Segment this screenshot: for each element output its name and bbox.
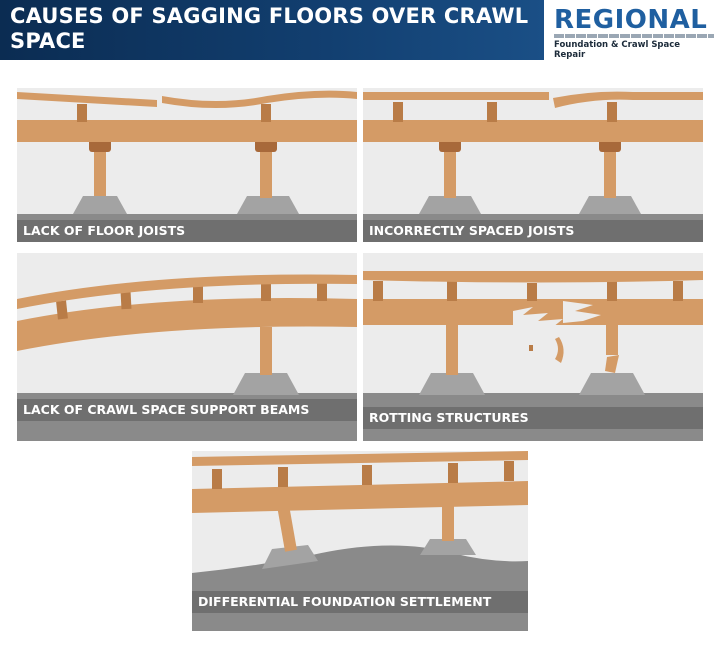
- panel-rotting-structures: ROTTING STRUCTURES: [363, 253, 703, 441]
- joist: [56, 300, 68, 320]
- support-post: [446, 325, 458, 375]
- support-beam: [363, 120, 703, 142]
- falling-debris: [529, 345, 533, 351]
- joist: [448, 463, 458, 483]
- joist: [673, 281, 683, 301]
- footing: [233, 373, 299, 395]
- joist: [120, 290, 132, 310]
- logo-wordmark: REGIONAL: [554, 5, 708, 35]
- joist: [393, 102, 403, 122]
- footing: [262, 545, 318, 569]
- subfloor: [192, 451, 528, 466]
- sagging-subfloor: [17, 92, 157, 107]
- panel-lack-of-floor-joists: LACK OF FLOOR JOISTS: [17, 88, 357, 242]
- joist: [527, 283, 537, 301]
- footing: [579, 196, 641, 214]
- company-logo: REGIONAL Foundation & Crawl Space Repair: [548, 0, 720, 60]
- rot-crack: [563, 301, 601, 323]
- sagging-subfloor: [17, 274, 357, 309]
- panel-incorrectly-spaced-joists: INCORRECTLY SPACED JOISTS: [363, 88, 703, 242]
- footing: [420, 539, 476, 555]
- support-post: [604, 150, 616, 198]
- panel-caption: LACK OF CRAWL SPACE SUPPORT BEAMS: [17, 399, 357, 421]
- footing: [579, 373, 645, 395]
- rotting-post: [606, 325, 618, 355]
- support-beam: [192, 481, 528, 513]
- panel-lack-of-support-beams: LACK OF CRAWL SPACE SUPPORT BEAMS: [17, 253, 357, 441]
- joist: [373, 281, 383, 301]
- joist: [362, 465, 372, 485]
- sagging-subfloor: [553, 91, 703, 108]
- leaning-post: [277, 504, 297, 552]
- panel-caption: LACK OF FLOOR JOISTS: [17, 220, 357, 242]
- panel-caption: DIFFERENTIAL FOUNDATION SETTLEMENT: [192, 591, 528, 613]
- panel-differential-settlement: DIFFERENTIAL FOUNDATION SETTLEMENT: [192, 451, 528, 631]
- title-banner: CAUSES OF SAGGING FLOORS OVER CRAWL SPAC…: [0, 0, 544, 60]
- logo-brick-pattern: [554, 34, 714, 38]
- joist: [607, 281, 617, 301]
- panel-caption: INCORRECTLY SPACED JOISTS: [363, 220, 703, 242]
- sagging-beam: [17, 297, 357, 351]
- joist: [278, 467, 288, 487]
- joist: [607, 102, 617, 122]
- joist: [447, 281, 457, 301]
- joist: [504, 461, 514, 481]
- support-beam: [17, 120, 357, 142]
- footing: [73, 196, 127, 214]
- footing: [419, 373, 485, 395]
- page-title: CAUSES OF SAGGING FLOORS OVER CRAWL SPAC…: [10, 4, 529, 53]
- footing: [237, 196, 299, 214]
- support-post: [260, 150, 272, 198]
- joist: [193, 285, 203, 303]
- diagram-floor-joists: [17, 90, 357, 242]
- support-post: [260, 327, 272, 375]
- joist: [317, 283, 327, 301]
- uneven-ground: [192, 545, 528, 631]
- subfloor: [363, 271, 703, 283]
- joist: [212, 469, 222, 489]
- falling-debris: [555, 337, 564, 363]
- subfloor: [363, 92, 549, 100]
- support-post: [442, 501, 454, 541]
- joist: [261, 283, 271, 301]
- rot-crack: [513, 307, 563, 327]
- sagging-subfloor: [162, 90, 357, 108]
- joist: [77, 104, 87, 122]
- diagram-spaced-joists: [363, 91, 703, 242]
- support-post: [94, 150, 106, 198]
- panel-caption: ROTTING STRUCTURES: [363, 407, 703, 429]
- footing: [419, 196, 481, 214]
- joist: [487, 102, 497, 122]
- logo-tagline: Foundation & Crawl Space Repair: [554, 40, 681, 60]
- broken-post-piece: [605, 355, 619, 373]
- joist: [261, 104, 271, 122]
- support-post: [444, 150, 456, 198]
